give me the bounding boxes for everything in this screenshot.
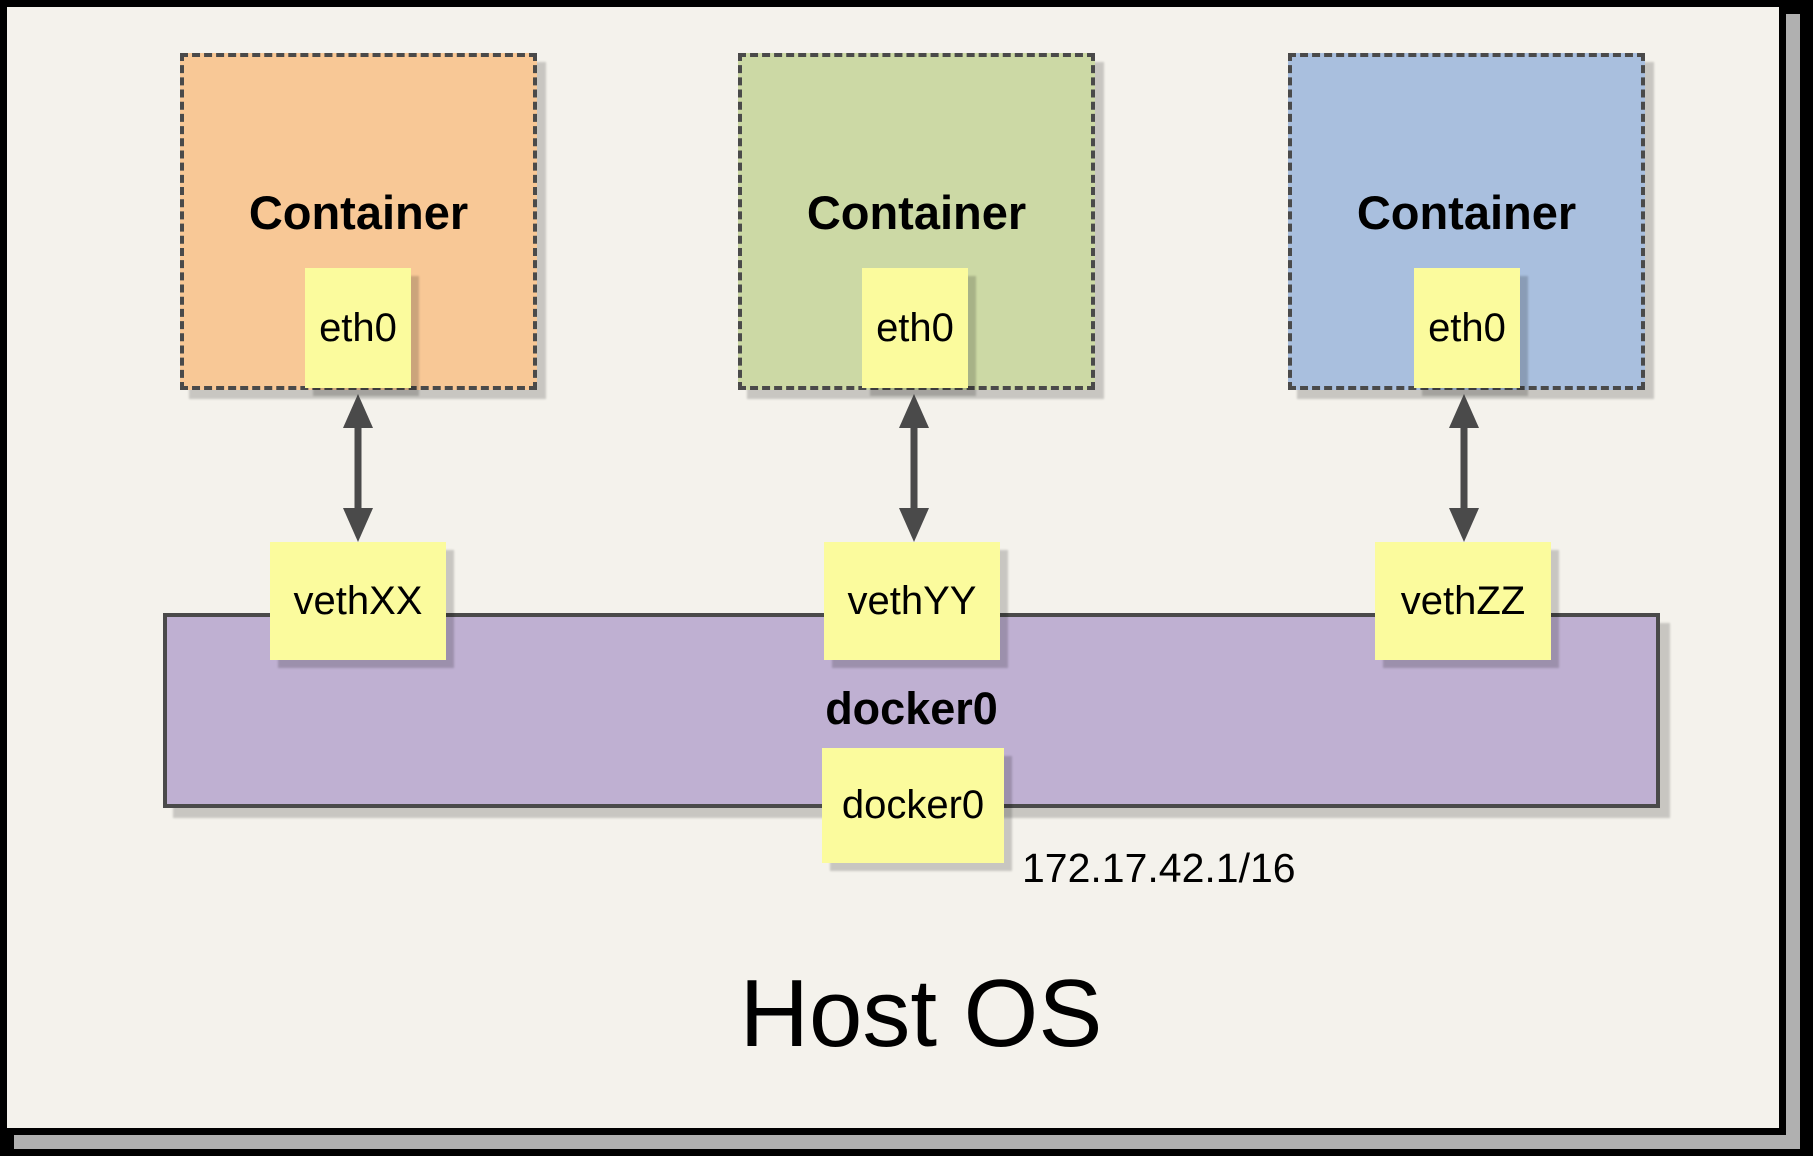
docker0-port: docker0 [822,748,1004,863]
veth-port-3: vethZZ [1375,542,1551,660]
docker0-bridge-label: docker0 [825,683,998,734]
veth-port-2: vethYY [824,542,1000,660]
container-label: Container [806,186,1027,239]
veth-port-label: vethYY [847,578,977,623]
eth0-port-label: eth0 [319,305,397,350]
host-os-title: Host OS [739,960,1103,1067]
veth-port-label: vethZZ [1400,578,1526,623]
container-label: Container [248,186,469,239]
veth-port-label: vethXX [293,578,423,623]
container-label: Container [1356,186,1577,239]
eth0-port-label: eth0 [1428,305,1506,350]
docker0-port-label: docker0 [841,783,985,827]
eth0-port-3: eth0 [1414,268,1520,388]
eth0-port-1: eth0 [305,268,411,388]
eth0-port-label: eth0 [876,305,954,350]
bidirectional-arrow-icon [899,394,929,542]
host-os-box: Container Container Container eth0 eth0 … [0,0,1786,1135]
veth-port-1: vethXX [270,542,446,660]
bidirectional-arrow-icon [343,394,373,542]
bidirectional-arrow-icon [1449,394,1479,542]
bridge-ip-label: 172.17.42.1/16 [1022,845,1296,891]
eth0-port-2: eth0 [862,268,968,388]
